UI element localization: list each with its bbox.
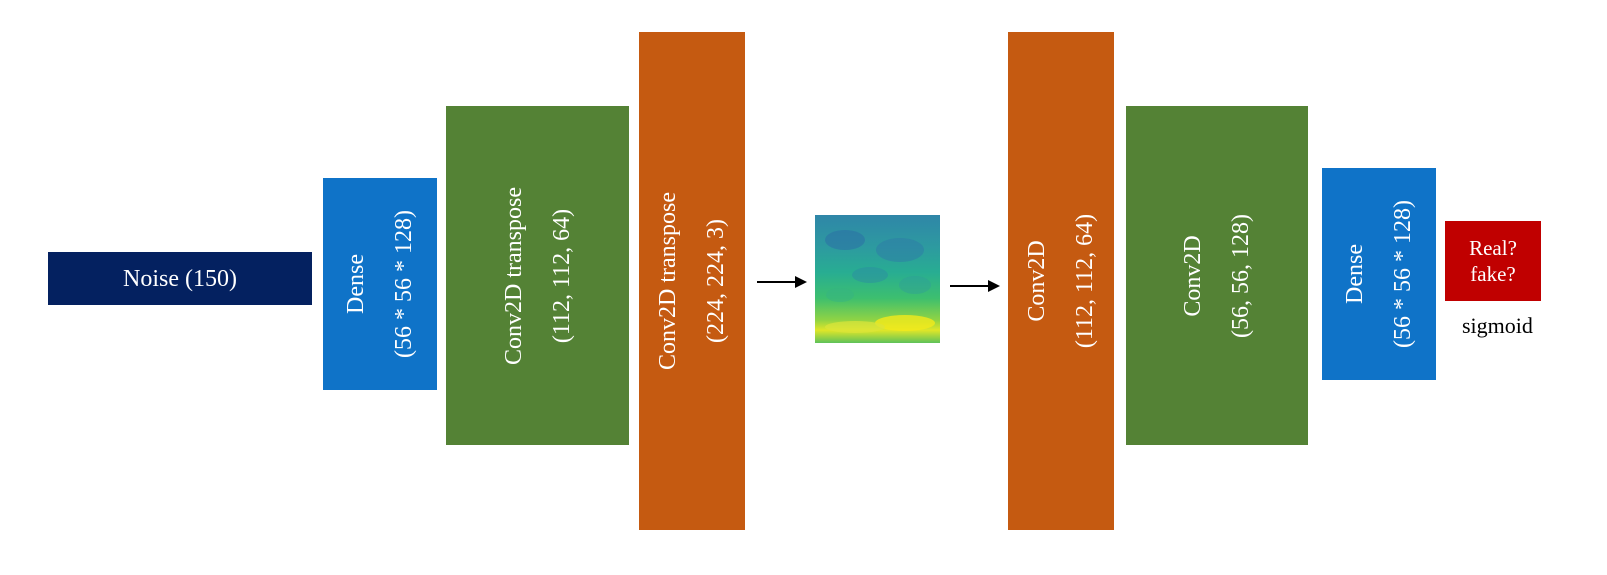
dense-block-generator: Dense (56 * 56 * 128) xyxy=(323,178,437,390)
conv2d-block-1: Conv2D (112, 112, 64) xyxy=(1008,32,1114,530)
noise-label: Noise (150) xyxy=(123,265,237,292)
noise-block: Noise (150) xyxy=(48,252,312,305)
conv2d-transpose-2-shape: (224, 224, 3) xyxy=(703,219,729,343)
dense-block-discriminator: Dense (56 * 56 * 128) xyxy=(1322,168,1436,380)
dense-block-generator-shape: (56 * 56 * 128) xyxy=(391,210,417,358)
generated-image xyxy=(815,215,940,343)
output-real-label: Real? xyxy=(1469,236,1517,260)
dense-block-generator-title: Dense xyxy=(343,254,369,314)
dense-block-discriminator-shape: (56 * 56 * 128) xyxy=(1390,200,1416,348)
dense-block-discriminator-title: Dense xyxy=(1342,244,1368,304)
arrow-to-image xyxy=(757,276,807,288)
conv2d-transpose-block-2: Conv2D transpose (224, 224, 3) xyxy=(639,32,745,530)
activation-label: sigmoid xyxy=(1462,313,1533,338)
arrow-to-discriminator xyxy=(950,280,1000,292)
conv2d-block-2: Conv2D (56, 56, 128) xyxy=(1126,106,1308,445)
conv2d-transpose-2-title: Conv2D transpose xyxy=(655,192,681,370)
conv2d-transpose-1-title: Conv2D transpose xyxy=(500,186,527,365)
conv2d-transpose-1-shape: (112, 112, 64) xyxy=(548,208,575,343)
output-block: Real? fake? xyxy=(1445,221,1541,301)
conv2d-2-shape: (56, 56, 128) xyxy=(1228,213,1254,338)
output-fake-label: fake? xyxy=(1470,262,1516,286)
conv2d-2-title: Conv2D xyxy=(1180,234,1206,317)
conv2d-1-shape: (112, 112, 64) xyxy=(1072,213,1098,349)
conv2d-transpose-block-1: Conv2D transpose (112, 112, 64) xyxy=(446,106,629,445)
conv2d-1-title: Conv2D xyxy=(1024,240,1050,322)
